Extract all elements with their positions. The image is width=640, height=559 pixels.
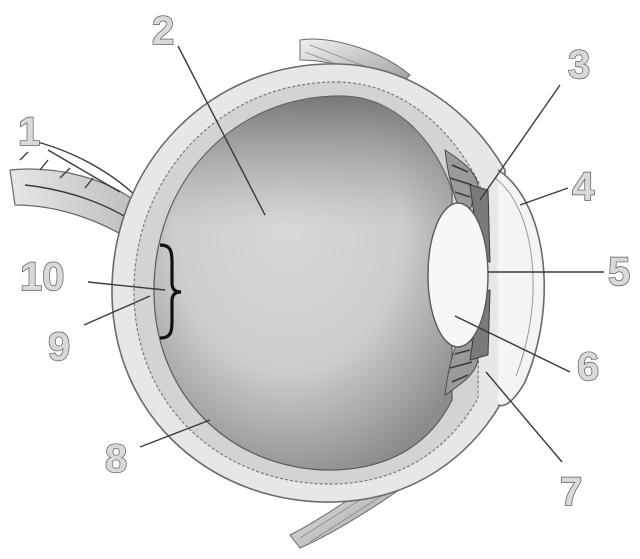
label-9: 9 (48, 325, 70, 369)
label-3: 3 (568, 43, 590, 87)
cornea (495, 170, 544, 406)
label-4: 4 (572, 165, 595, 209)
label-10: 10 (20, 255, 65, 299)
label-2: 2 (152, 9, 174, 53)
label-6: 6 (577, 345, 599, 389)
label-5: 5 (608, 250, 630, 294)
label-8: 8 (105, 437, 127, 481)
label-7: 7 (560, 470, 582, 514)
label-1: 1 (18, 110, 40, 154)
lens (428, 203, 488, 347)
